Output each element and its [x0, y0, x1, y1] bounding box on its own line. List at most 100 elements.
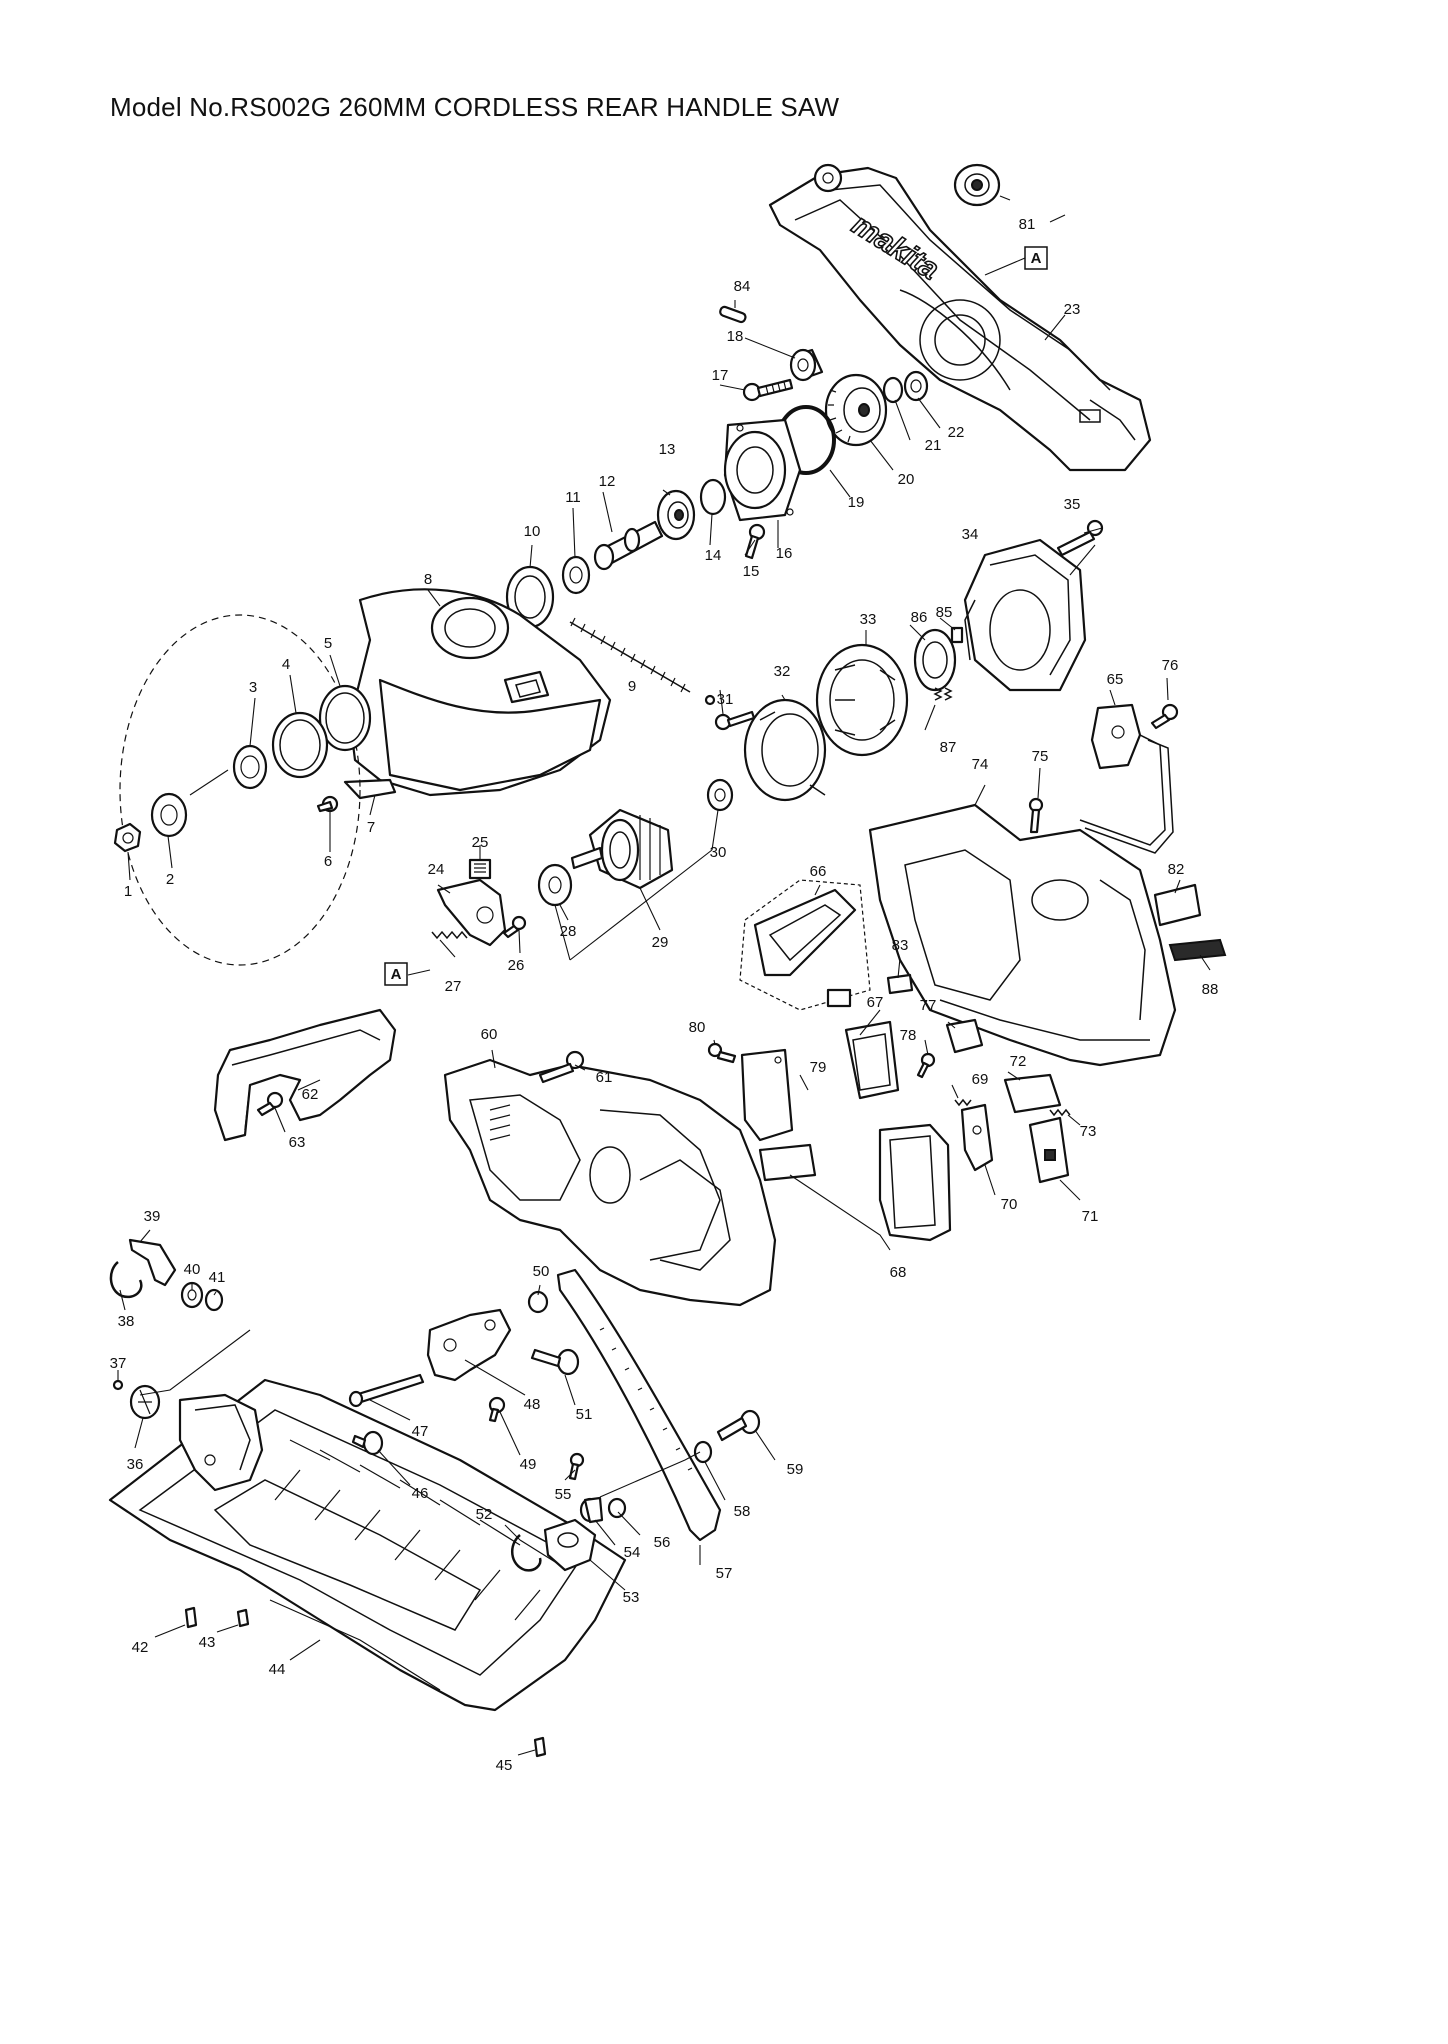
callout-19: 19 — [848, 494, 865, 511]
page-title: Model No.RS002G 260MM CORDLESS REAR HAND… — [110, 92, 840, 122]
part-20-gear — [824, 373, 888, 447]
part-67-connector — [826, 988, 852, 1008]
callout-51: 51 — [576, 1406, 593, 1423]
callout-21: 21 — [925, 437, 942, 454]
callout-17: 17 — [712, 367, 729, 384]
callout-47: 47 — [412, 1423, 429, 1440]
part-74-housing — [868, 803, 1177, 1067]
part-85-sensor — [950, 626, 964, 644]
callout-77: 77 — [920, 997, 937, 1014]
callout-24: 24 — [428, 861, 445, 878]
part-32-baffle — [743, 698, 827, 802]
part-42-set-screw — [184, 1606, 198, 1629]
svg-text:A: A — [391, 966, 402, 983]
callout-83: 83 — [892, 937, 909, 954]
callout-39: 39 — [144, 1208, 161, 1225]
callout-13: 13 — [659, 441, 676, 458]
part-54-pin — [579, 1496, 604, 1524]
part-11-washer — [561, 555, 591, 595]
callout-60: 60 — [481, 1026, 498, 1043]
part-63-screw — [256, 1091, 284, 1117]
callout-73: 73 — [1080, 1123, 1097, 1140]
callout-88: 88 — [1202, 981, 1219, 998]
part-58-washer — [693, 1440, 713, 1464]
callout-87: 87 — [940, 739, 957, 756]
callout-38: 38 — [118, 1313, 135, 1330]
part-78-screw — [916, 1052, 936, 1079]
callout-70: 70 — [1001, 1196, 1018, 1213]
callout-37: 37 — [110, 1355, 127, 1372]
callout-49: 49 — [520, 1456, 537, 1473]
callout-3: 3 — [249, 679, 257, 696]
callout-31: 31 — [717, 691, 734, 708]
part-22-bearing — [903, 370, 929, 402]
part-75-screw — [1028, 797, 1044, 834]
part-39-lever — [128, 1238, 177, 1287]
callout-65: 65 — [1107, 671, 1124, 688]
part-15-screw — [744, 523, 766, 560]
svg-text:A: A — [1031, 250, 1042, 267]
part-51-bolt — [530, 1348, 580, 1376]
part-69-spring — [954, 1098, 972, 1107]
callout-46: 46 — [412, 1485, 429, 1502]
part-1-bolt — [113, 822, 142, 853]
callout-41: 41 — [209, 1269, 226, 1286]
part-56-washer — [607, 1497, 627, 1519]
callout-57: 57 — [716, 1565, 733, 1582]
callout-80: 80 — [689, 1019, 706, 1036]
callout-labels: 1 2 3 4 5 6 7 8 9 10 11 12 13 14 15 16 1… — [110, 216, 1219, 1774]
part-33-stator — [815, 643, 909, 757]
callout-27: 27 — [445, 978, 462, 995]
callout-76: 76 — [1162, 657, 1179, 674]
part-87-springs — [933, 687, 953, 701]
callout-68: 68 — [890, 1264, 907, 1281]
callout-29: 29 — [652, 934, 669, 951]
callout-10: 10 — [524, 523, 541, 540]
callout-33: 33 — [860, 611, 877, 628]
callout-43: 43 — [199, 1634, 216, 1651]
part-16-flange — [723, 418, 802, 522]
callout-55: 55 — [555, 1486, 572, 1503]
part-26-screw — [502, 915, 527, 939]
callout-15: 15 — [743, 563, 760, 580]
callout-52: 52 — [476, 1506, 493, 1523]
depth-guide-bracket — [178, 1393, 264, 1492]
callout-32: 32 — [774, 663, 791, 680]
reference-mark-a-top: A — [1024, 246, 1048, 270]
callout-14: 14 — [705, 547, 722, 564]
part-59-bolt — [716, 1409, 761, 1442]
callout-5: 5 — [324, 635, 332, 652]
callout-4: 4 — [282, 656, 290, 673]
callout-74: 74 — [972, 756, 989, 773]
part-83-label — [886, 973, 914, 995]
callout-78: 78 — [900, 1027, 917, 1044]
upper-blade-guard: makita — [768, 163, 1152, 472]
part-34-motor-housing — [963, 538, 1087, 692]
callout-63: 63 — [289, 1134, 306, 1151]
part-3-inner-flange — [232, 744, 268, 790]
callout-54: 54 — [624, 1544, 641, 1561]
part-7-lever — [343, 778, 397, 800]
leader-lines — [117, 195, 1211, 1756]
part-14-washer — [699, 478, 727, 516]
callout-69: 69 — [972, 1071, 989, 1088]
callout-53: 53 — [623, 1589, 640, 1606]
callout-22: 22 — [948, 424, 965, 441]
part-81-grommet — [953, 163, 1001, 207]
part-31-screw — [714, 710, 756, 731]
part-13-bearing — [656, 489, 696, 541]
callout-9: 9 — [628, 678, 636, 695]
part-52-retaining-ring — [511, 1534, 542, 1572]
part-60-center-housing — [443, 1058, 777, 1307]
callout-11: 11 — [565, 489, 581, 506]
callout-2: 2 — [166, 871, 174, 888]
part-73-spring — [1049, 1108, 1071, 1117]
part-49-screw — [488, 1396, 506, 1423]
part-68-terminal-box — [740, 1048, 952, 1242]
part-46-knob-bolt — [351, 1430, 384, 1456]
callout-72: 72 — [1010, 1053, 1027, 1070]
reference-mark-a-left: A — [384, 962, 408, 986]
callout-35: 35 — [1064, 496, 1081, 513]
callout-86: 86 — [911, 609, 928, 626]
